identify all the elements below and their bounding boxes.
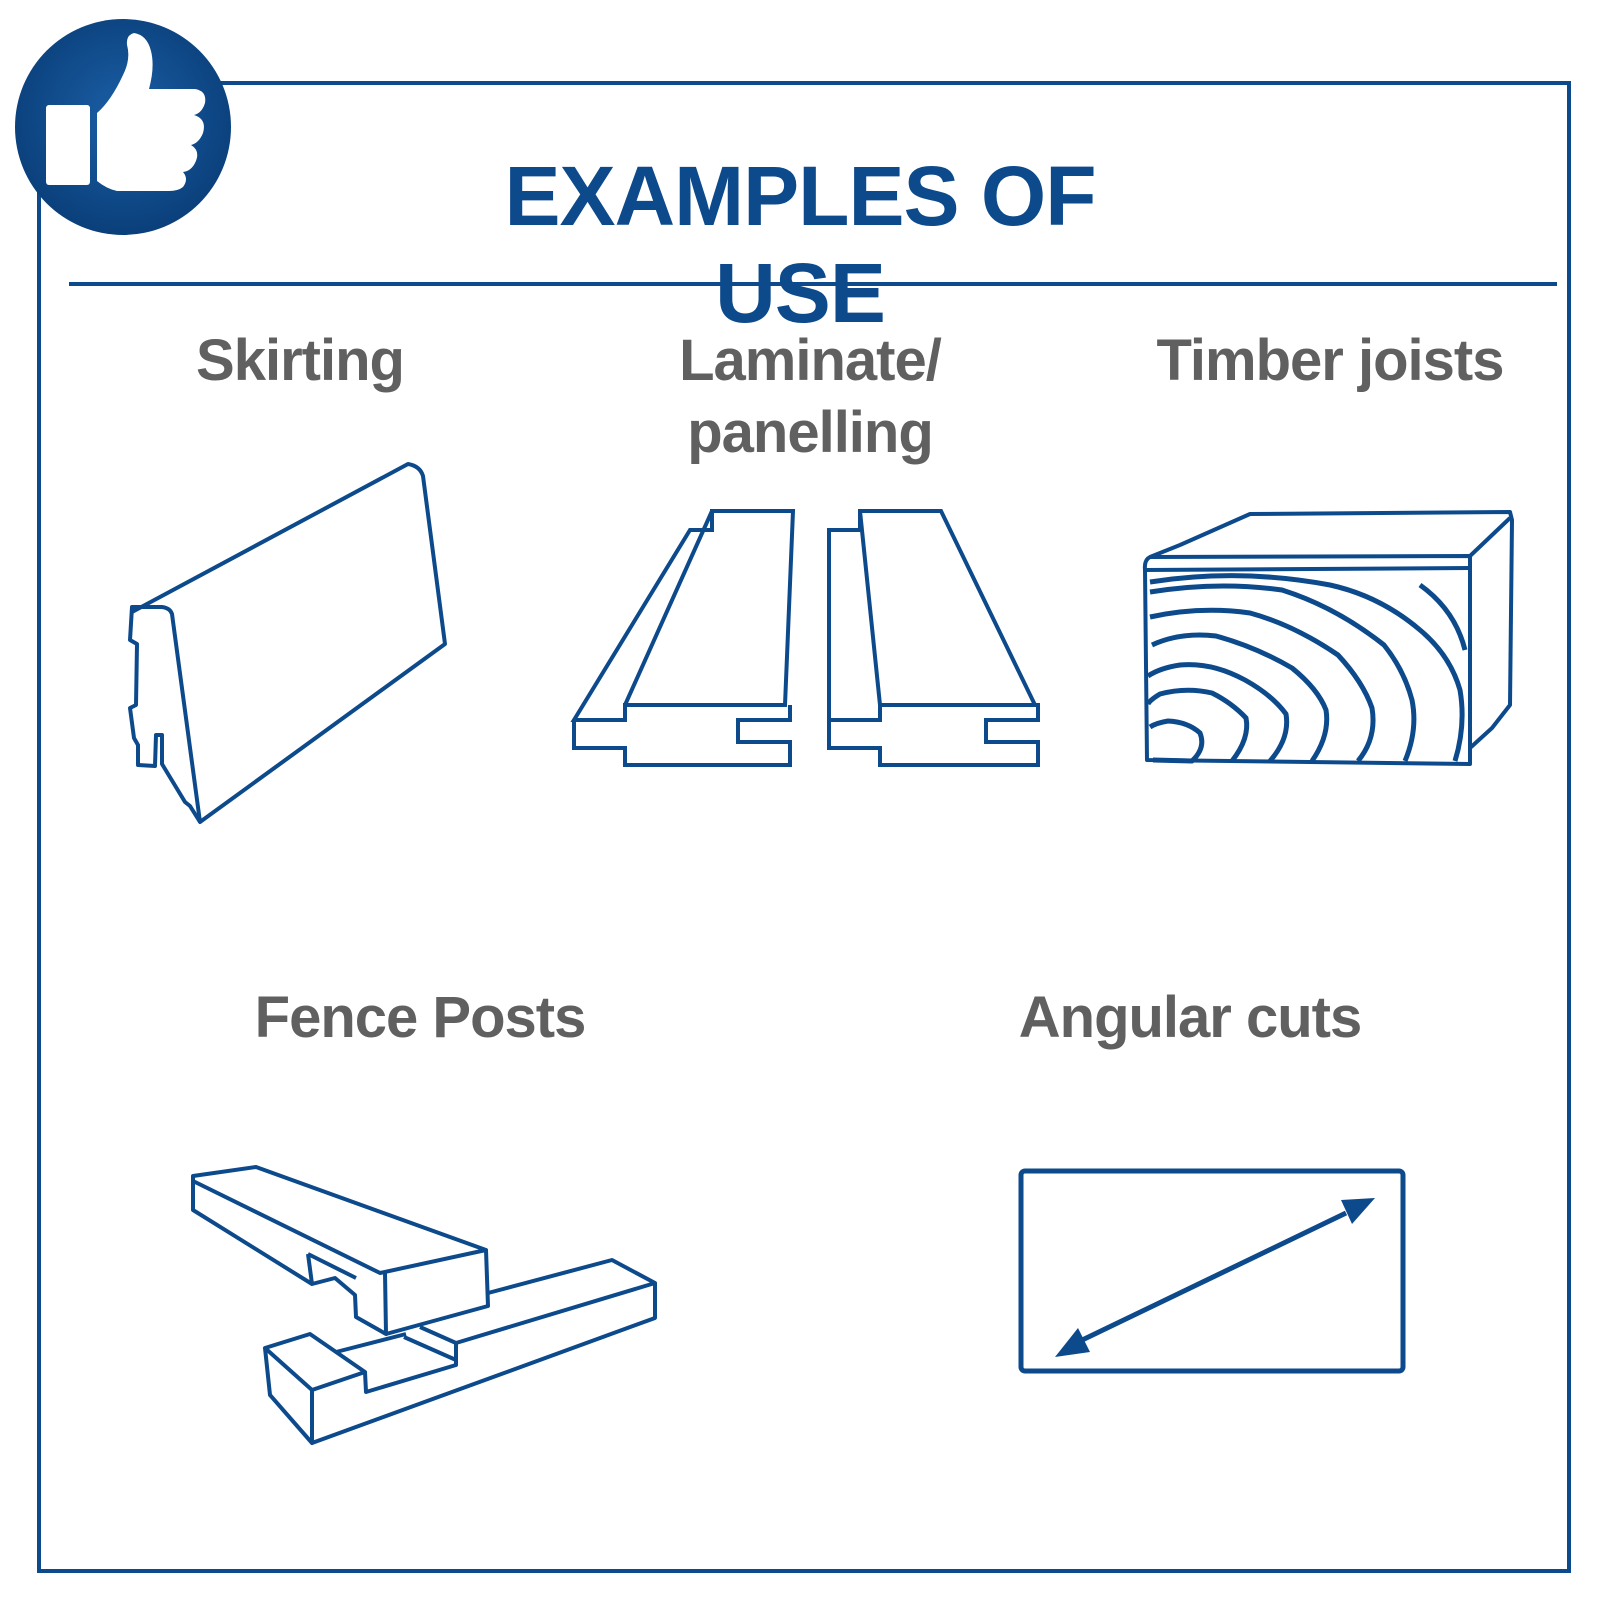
label-skirting: Skirting — [196, 328, 405, 393]
content-frame — [37, 81, 1571, 1573]
thumbs-up-icon — [15, 19, 231, 235]
label-timber-joists: Timber joists — [1156, 328, 1505, 393]
label-angular-cuts: Angular cuts — [1018, 985, 1363, 1050]
skirting-board-icon — [128, 462, 447, 824]
label-fence-posts: Fence Posts — [254, 985, 587, 1050]
timber-joist-icon — [1142, 510, 1514, 766]
title-divider — [69, 282, 1557, 286]
fence-posts-icon — [191, 1165, 657, 1445]
page-title: EXAMPLES OF USE — [504, 149, 1096, 340]
tongue-and-groove-panel-icon — [570, 509, 1040, 767]
angular-cut-icon — [1018, 1168, 1406, 1374]
label-laminate-panelling: Laminate/ panelling — [679, 328, 942, 465]
